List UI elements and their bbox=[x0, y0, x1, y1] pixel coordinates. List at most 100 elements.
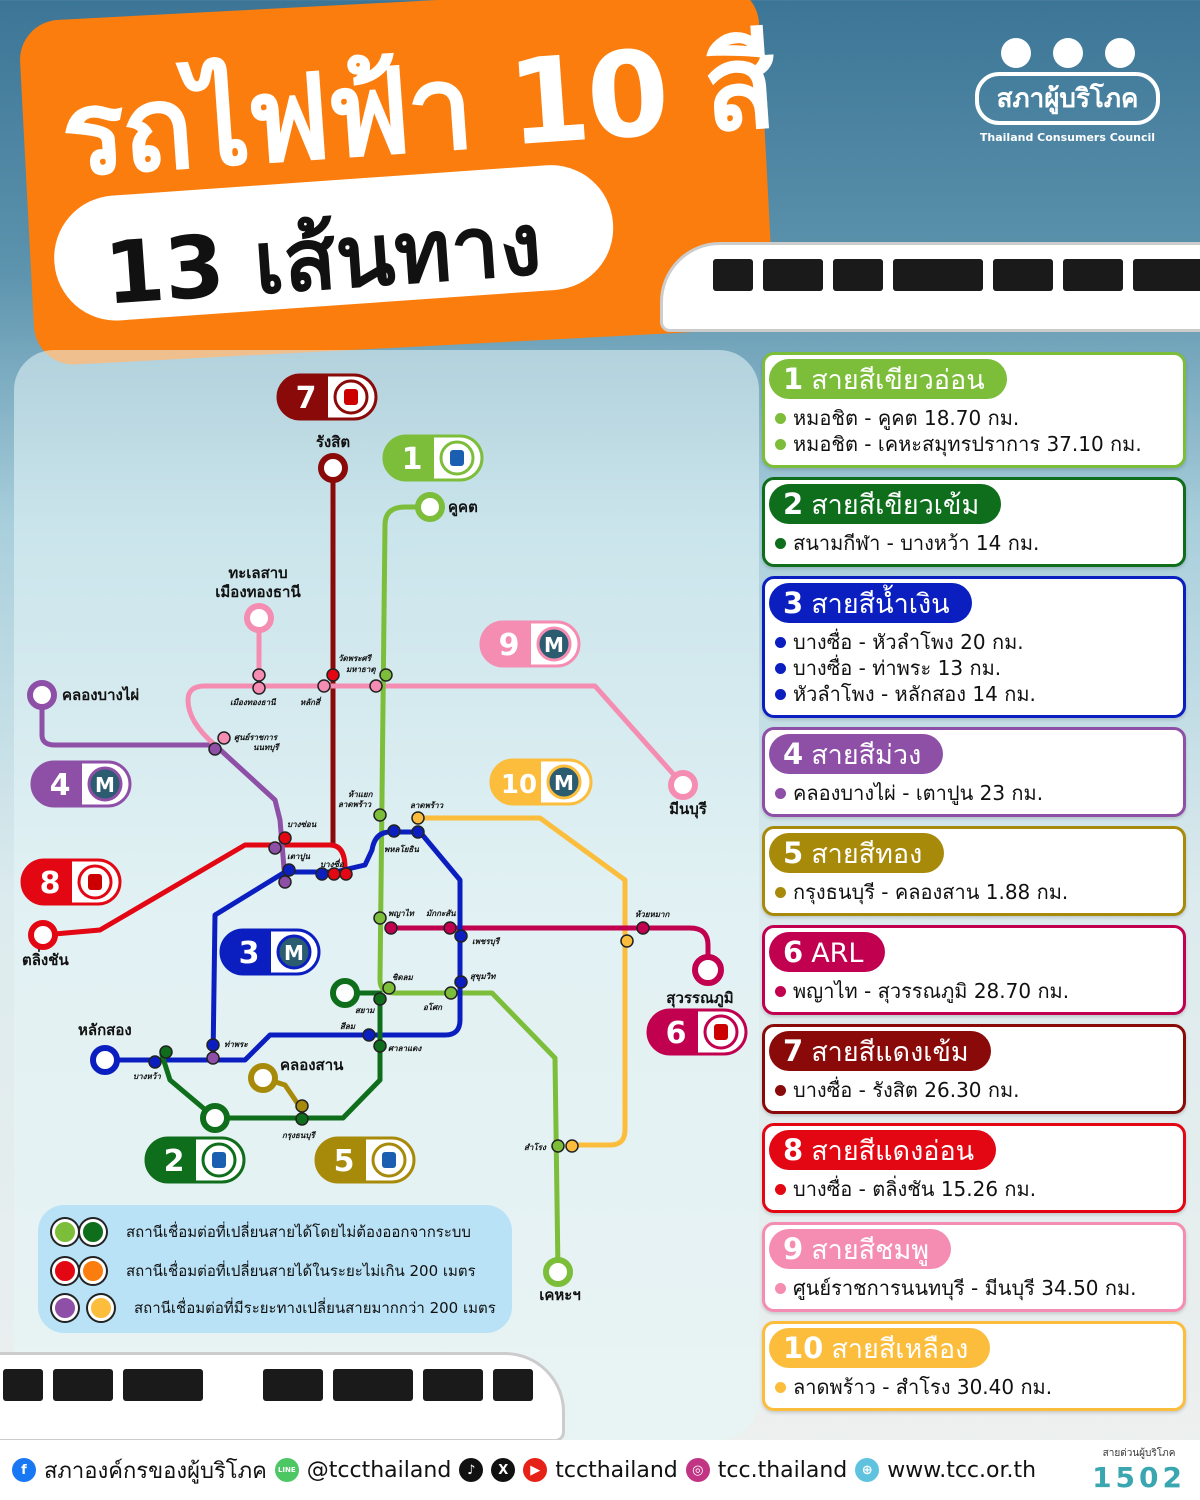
line-10-yellow bbox=[415, 815, 628, 1148]
line-name: สายสีเขียวอ่อน bbox=[811, 365, 985, 396]
station-label: พหลโยธิน bbox=[384, 844, 419, 854]
terminal-bangwa-loop bbox=[200, 1103, 230, 1133]
badge-number: 10 bbox=[501, 770, 537, 800]
line-number: 3 bbox=[783, 586, 804, 620]
station-label: หลักสี่ bbox=[300, 696, 322, 707]
station-label: เพชรบุรี bbox=[472, 937, 501, 947]
legend-text: สถานีเชื่อมต่อที่เปลี่ยนสายได้โดยไม่ต้อง… bbox=[126, 1223, 471, 1241]
youtube-link[interactable]: tccthailand bbox=[555, 1457, 678, 1483]
terminal-rangsit bbox=[318, 453, 348, 483]
mrt-m-icon bbox=[536, 626, 572, 662]
badge-number: 2 bbox=[164, 1144, 185, 1179]
station-label: มหาธาตุ bbox=[346, 665, 376, 675]
station-label: บางซื่อ bbox=[320, 858, 345, 869]
badge-number: 4 bbox=[50, 768, 71, 803]
line-name: สายสีชมพู bbox=[811, 1235, 930, 1266]
station-label: ห้าแยก bbox=[348, 790, 374, 799]
line-badge-3: 3 M bbox=[219, 928, 321, 976]
line-name: ARL bbox=[811, 938, 864, 969]
terminal-muangthong bbox=[244, 603, 274, 633]
line-number: 9 bbox=[783, 1232, 804, 1266]
line-8-light-red bbox=[40, 842, 348, 938]
station-label: ท่าพระ bbox=[224, 1040, 248, 1049]
line-badge-2: 2 bbox=[144, 1136, 246, 1184]
station-label: ศาลาแดง bbox=[388, 1044, 422, 1053]
line-number: 2 bbox=[783, 487, 804, 521]
label-talingchan: ตลิ่งชัน bbox=[22, 949, 69, 969]
station-label: ชิดลม bbox=[392, 973, 414, 982]
line-icon: LINE bbox=[274, 1458, 299, 1482]
label-muangthong: เมืองทองธานี bbox=[215, 583, 301, 601]
logo-name: สภาผู้บริโภค bbox=[975, 72, 1160, 125]
line-badge-9: 9 M bbox=[479, 620, 581, 668]
line-name: สายสีม่วง bbox=[811, 740, 922, 771]
line-badge-1: 1 bbox=[382, 434, 484, 482]
badge-number: 5 bbox=[334, 1144, 355, 1179]
route-item: คลองบางไผ่ - เตาปูน 23 กม. bbox=[775, 780, 1173, 806]
facebook-link[interactable]: สภาองค์กรของผู้บริโภค bbox=[44, 1458, 267, 1484]
website-link[interactable]: www.tcc.or.th bbox=[887, 1457, 1037, 1483]
line-badge-4: 4 M bbox=[30, 760, 132, 808]
station-label: มักกะสัน bbox=[426, 909, 456, 918]
line-badge-6: 6 bbox=[646, 1008, 748, 1056]
line-link[interactable]: @tccthailand bbox=[306, 1457, 452, 1483]
label-laksong: หลักสอง bbox=[78, 1021, 132, 1039]
line-name: สายสีแดงเข้ม bbox=[811, 1037, 969, 1068]
label-thalesap: ทะเลสาบ bbox=[228, 564, 287, 582]
route-item: หัวลำโพง - หลักสอง 14 กม. bbox=[775, 681, 1173, 707]
terminal-minburi bbox=[668, 770, 698, 800]
svg-text:M: M bbox=[544, 633, 564, 657]
line-1-light-green bbox=[377, 504, 561, 1275]
line-3-blue bbox=[102, 829, 463, 1063]
hotline-label: สายด่วนผู้บริโภค bbox=[1102, 1448, 1176, 1459]
terminal-khukhot bbox=[415, 492, 445, 522]
route-item: ลาดพร้าว - สำโรง 30.40 กม. bbox=[775, 1374, 1173, 1400]
line-badge-10: 10 M bbox=[489, 758, 593, 806]
line-number: 1 bbox=[783, 362, 804, 396]
line-badge-5: 5 bbox=[314, 1136, 416, 1184]
label-suvarnabhumi: สุวรรณภูมิ bbox=[666, 989, 733, 1008]
youtube-icon: ▶ bbox=[523, 1458, 548, 1482]
badge-number: 8 bbox=[40, 866, 61, 901]
legend: สถานีเชื่อมต่อที่เปลี่ยนสายได้โดยไม่ต้อง… bbox=[38, 1205, 512, 1333]
badge-number: 6 bbox=[666, 1016, 687, 1051]
route-item: สนามกีฬา - บางหว้า 14 กม. bbox=[775, 530, 1173, 556]
train-illustration-top bbox=[660, 242, 1200, 332]
instagram-link[interactable]: tcc.thailand bbox=[717, 1457, 848, 1483]
globe-icon: ⊕ bbox=[855, 1458, 880, 1482]
label-khukhot: คูคต bbox=[448, 498, 478, 517]
mrt-m-icon bbox=[546, 764, 582, 800]
line-name: สายสีเขียวเข้ม bbox=[811, 490, 980, 521]
badge-number: 3 bbox=[239, 936, 260, 971]
route-item: หมอชิต - คูคต 18.70 กม. bbox=[775, 405, 1173, 431]
mrt-m-icon bbox=[87, 766, 123, 802]
interchange-stations bbox=[148, 668, 650, 1153]
station-label: สีลม bbox=[340, 1022, 356, 1031]
tiktok-icon: ♪ bbox=[459, 1458, 484, 1482]
badge-number: 7 bbox=[296, 381, 317, 416]
tcc-logo: สภาผู้บริโภค Thailand Consumers Council bbox=[975, 38, 1160, 144]
station-label: วัดพระศรี bbox=[338, 654, 373, 663]
line-6-arl bbox=[387, 925, 711, 973]
mrt-m-icon bbox=[276, 934, 312, 970]
logo-english: Thailand Consumers Council bbox=[979, 131, 1156, 144]
label-khlongsan: คลองสาน bbox=[280, 1056, 344, 1074]
terminal-suvarnabhumi bbox=[692, 954, 724, 986]
station-label: ลาดพร้าว bbox=[410, 801, 444, 810]
legend-text: สถานีเชื่อมต่อที่มีระยะทางเปลี่ยนสายมากก… bbox=[134, 1299, 496, 1317]
label-rangsit: รังสิต bbox=[316, 433, 350, 451]
legend-item-within-200m: สถานีเชื่อมต่อที่เปลี่ยนสายได้ในระยะไม่เ… bbox=[52, 1258, 476, 1284]
station-label: กรุงธนบุรี bbox=[282, 1131, 317, 1141]
station-label: เตาปูน bbox=[287, 852, 311, 862]
